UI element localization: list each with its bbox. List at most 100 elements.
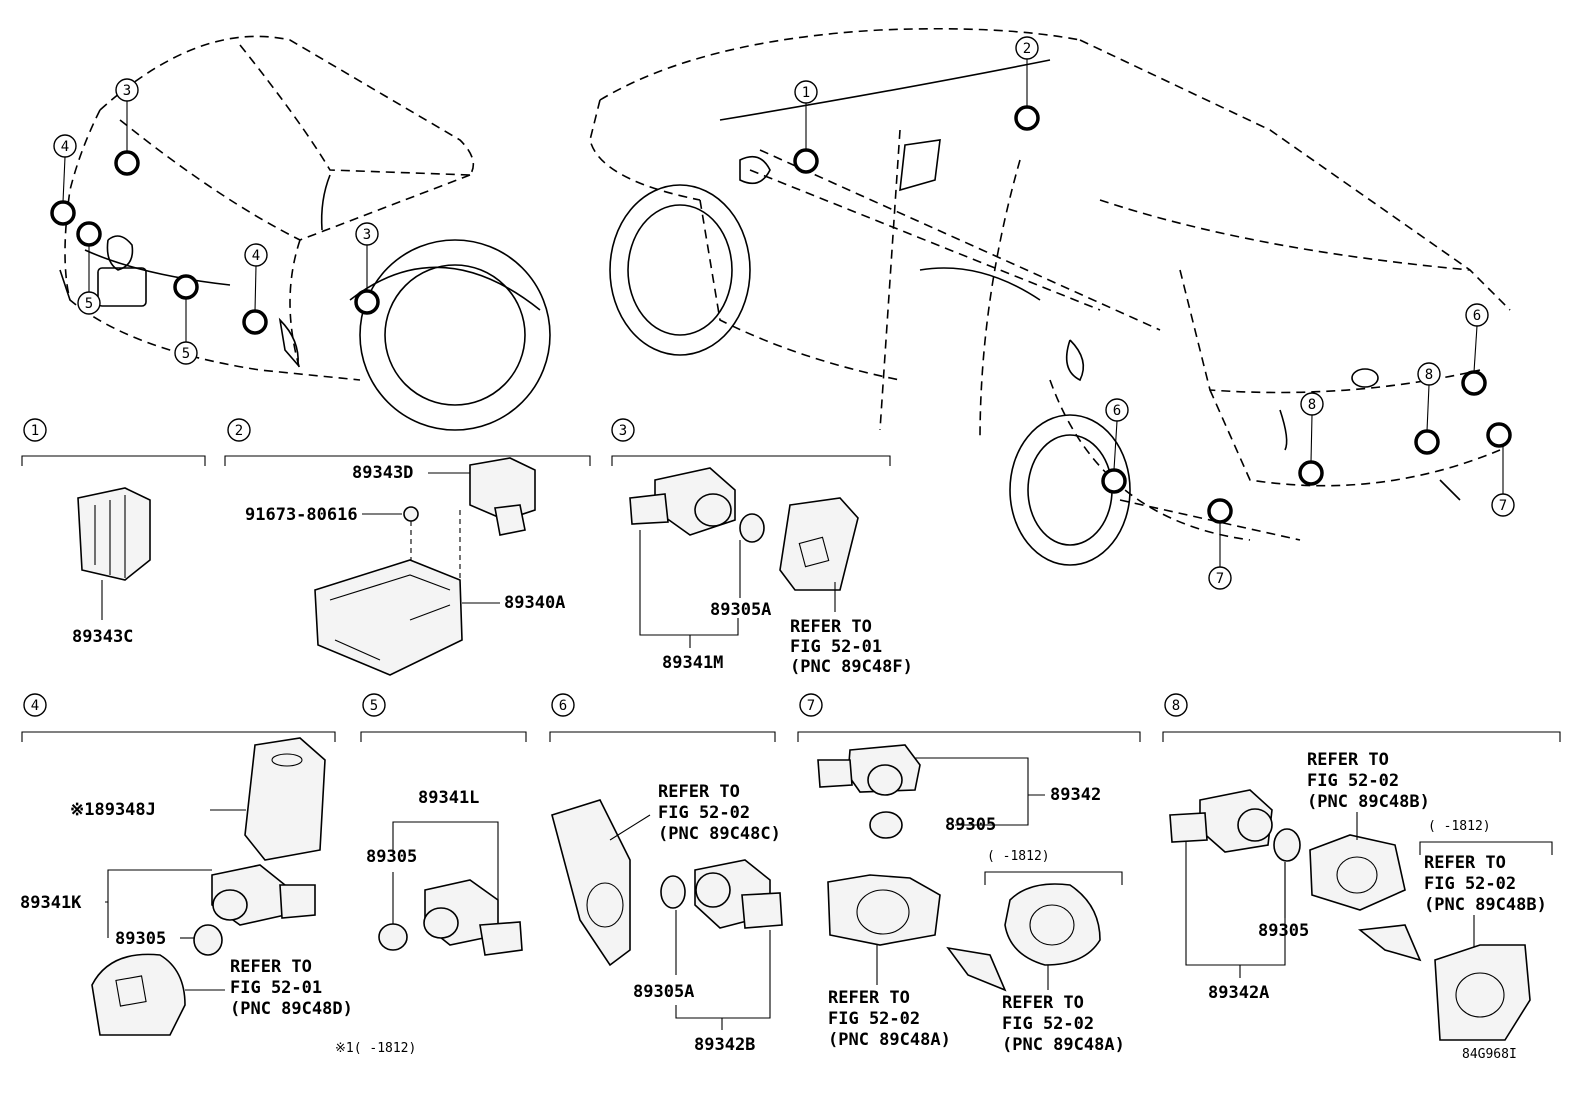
bezel-part [1004,883,1101,966]
section-1-callout: 1 [31,423,39,439]
sensor-marker [50,200,76,226]
part-89341L: 89341L [418,788,479,808]
part-89340A: 89340A [504,593,565,613]
refer-line: (PNC 89C48D) [230,999,353,1019]
rear-callouts: 1 2 6 7 8 8 6 7 [794,36,1515,590]
rear-car-illustration [589,27,1511,566]
callout-3: 3 [123,83,131,99]
refer-line: (PNC 89C48A) [828,1030,951,1050]
sensor-marker [114,150,140,176]
sensor-marker [1207,498,1233,524]
part-89305A: 89305A [710,600,771,620]
sensor-marker [1014,105,1040,131]
callout-4: 4 [252,248,260,264]
refer-line: FIG 52-02 [1002,1014,1094,1034]
sensor-marker [1461,370,1487,396]
refer-line: FIG 52-01 [790,637,882,657]
arrow-icon [946,946,1007,992]
date-range: ( -1812) [987,849,1050,864]
refer-line: FIG 52-02 [1424,874,1516,894]
bezel-part [91,953,186,1036]
callout-8: 8 [1425,367,1433,383]
bezel-part [1309,834,1406,911]
rear-sensor-markers [793,105,1512,524]
refer-line: REFER TO [790,617,872,637]
sensor-marker [242,309,268,335]
diagram-code: 84G968I [1462,1047,1517,1062]
part-89341M: 89341M [662,653,723,673]
refer-line: (PNC 89C48B) [1307,792,1430,812]
sensor-marker [76,221,102,247]
refer-line: REFER TO [1424,853,1506,873]
refer-line: (PNC 89C48C) [658,824,781,844]
callout-7: 7 [1216,571,1224,587]
section-8: 8 REFER TO FIG 52-02 (PNC 89C48B) 89305 … [1162,693,1561,1041]
refer-line: REFER TO [1002,993,1084,1013]
part-89341K: 89341K [20,893,82,913]
section-6: 6 REFER TO FIG 52-02 (PNC 89C48C) 89305A… [549,693,783,1055]
sensor-marker [1486,422,1512,448]
retainer-ring-part [660,875,686,909]
bezel-part [1434,944,1531,1041]
ecu-part [314,559,463,676]
section-1: 1 89343C [21,418,206,647]
arrow-icon [1357,924,1422,962]
bolt-part [403,506,419,522]
callout-3: 3 [363,227,371,243]
refer-line: (PNC 89C48F) [790,657,913,677]
front-car-illustration [59,35,551,431]
sensor-marker [793,148,819,174]
refer-line: FIG 52-02 [658,803,750,823]
part-89305: 89305 [945,815,996,835]
refer-line: REFER TO [658,782,740,802]
bezel-part [779,497,859,591]
bracket-part [551,799,631,967]
refer-line: FIG 52-02 [1307,771,1399,791]
callout-2: 2 [1023,41,1031,57]
refer-line: REFER TO [1307,750,1389,770]
section-3: 3 89305A 89341M REFER TO FIG 52-01 (PNC … [611,418,913,677]
callout-5: 5 [85,296,93,312]
section-7-callout: 7 [807,698,815,714]
callout-5: 5 [182,346,190,362]
section-8-callout: 8 [1172,698,1180,714]
callout-7: 7 [1499,498,1507,514]
part-89342B: 89342B [694,1035,755,1055]
callout-4: 4 [61,139,69,155]
section-6-callout: 6 [559,698,567,714]
bezel-part [827,874,941,946]
section-4-callout: 4 [31,698,39,714]
sensor-marker [1298,460,1324,486]
refer-line: (PNC 89C48A) [1002,1035,1125,1055]
sensor-marker [354,289,380,315]
refer-line: REFER TO [230,957,312,977]
bracket-part [244,737,326,861]
callout-1: 1 [802,85,810,101]
refer-line: FIG 52-02 [828,1009,920,1029]
part-89305: 89305 [366,847,417,867]
section-3-callout: 3 [619,423,627,439]
front-callouts: 3 4 5 5 4 3 [53,78,379,365]
part-89305A: 89305A [633,982,694,1002]
section-2: 2 89343D 91673-80616 89340A [224,418,591,676]
sensor-marker [1414,429,1440,455]
refer-line: FIG 52-01 [230,978,322,998]
retainer-ring-part [1273,828,1301,862]
section-5-callout: 5 [370,698,378,714]
sensor-module-part [77,487,151,581]
sensor-marker [1101,468,1127,494]
part-89343C: 89343C [72,627,133,647]
refer-line: (PNC 89C48B) [1424,895,1547,915]
footnote: ※1( -1812) [335,1041,416,1056]
section-7: 7 89342 89305 REFER TO FIG 52-02 (PNC 89… [797,693,1141,1055]
part-91673-80616: 91673-80616 [245,505,358,525]
part-89342: 89342 [1050,785,1101,805]
section-5: 5 89341L 89305 [360,693,527,956]
retainer-ring-part [739,513,765,543]
callout-6: 6 [1473,308,1481,324]
part-89305: 89305 [1258,921,1309,941]
sensor-marker [173,274,199,300]
callout-6: 6 [1113,403,1121,419]
